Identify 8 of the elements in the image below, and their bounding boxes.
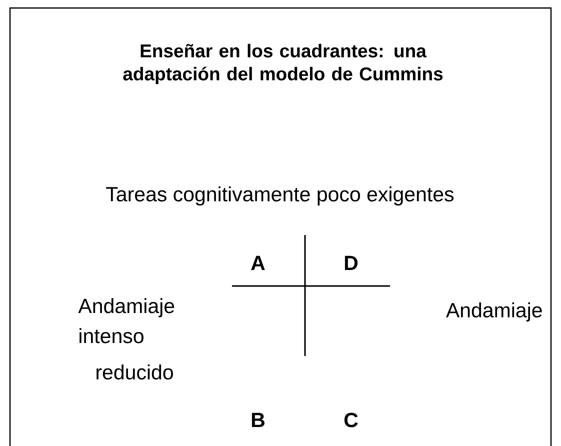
label: Andamiaje bbox=[446, 302, 542, 322]
label: Tareas cognitivamente poco exigentes bbox=[106, 186, 454, 206]
label: C bbox=[344, 412, 358, 428]
label: D bbox=[344, 256, 358, 270]
label: A bbox=[251, 256, 265, 270]
label: B bbox=[252, 412, 264, 428]
title: Enseñar en los cuadrantes: una adaptación del modelo de Cummins bbox=[123, 44, 443, 84]
label: reducido bbox=[96, 364, 173, 380]
